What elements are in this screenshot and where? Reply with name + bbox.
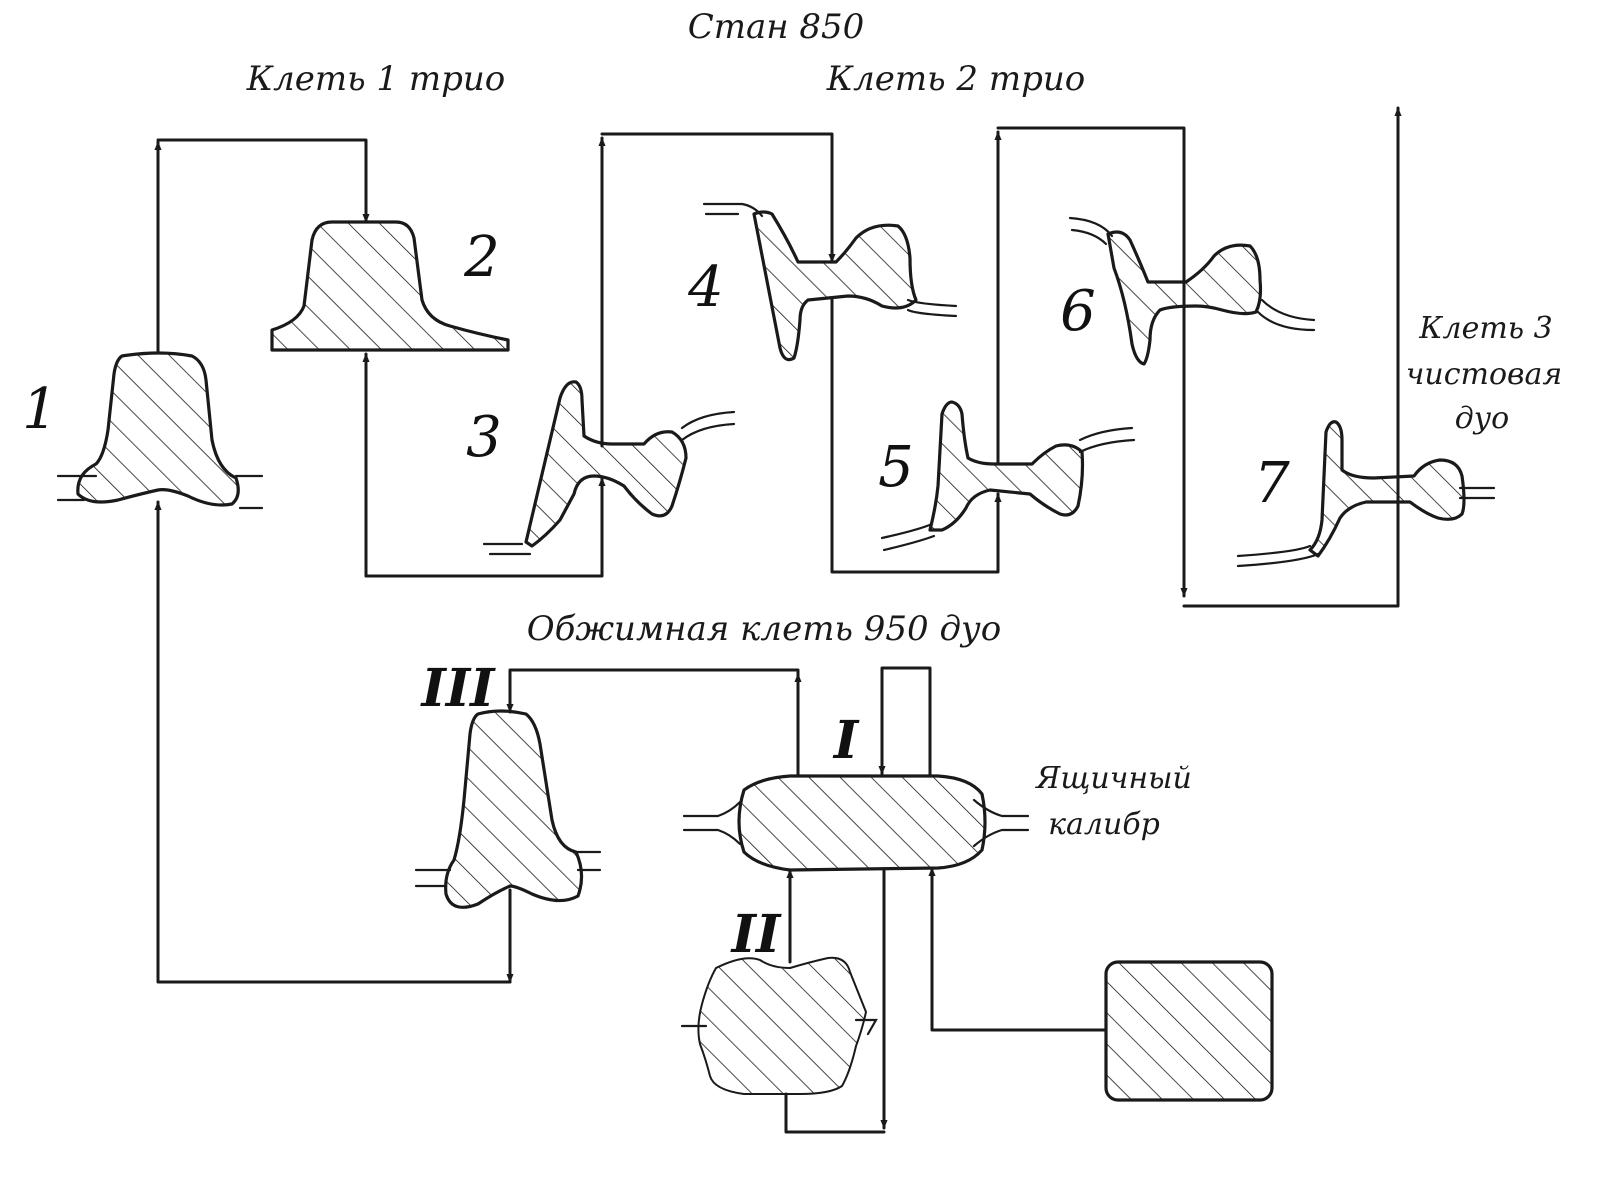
stand3-label-line3: дуо <box>1455 401 1509 436</box>
roman-number-I: I <box>832 710 860 771</box>
stand3-label-line2: чистовая <box>1406 357 1563 392</box>
flow-4-to-5 <box>830 296 1002 574</box>
profile-6 <box>1068 216 1316 366</box>
stand3-label-line1: Клеть 3 <box>1418 311 1552 346</box>
flow-I-to-III <box>506 668 800 778</box>
square-billet <box>1104 960 1274 1102</box>
pass-number-2: 2 <box>463 225 500 290</box>
pass-number-3: 3 <box>466 405 502 470</box>
roughing-stand-label: Обжимная клеть 950 дуо <box>527 609 1001 649</box>
profile-II <box>680 956 878 1095</box>
profile-1 <box>56 351 264 510</box>
profile-3 <box>482 380 736 556</box>
flow-III-to-1 <box>154 500 512 984</box>
roman-number-III: III <box>420 658 497 719</box>
flow-turn-top <box>878 666 932 778</box>
flow-billet-to-I <box>928 866 1108 1032</box>
pass-number-6: 6 <box>1060 279 1096 344</box>
box-pass-label-line1: Ящичный <box>1034 761 1192 796</box>
profile-4 <box>702 202 958 362</box>
box-pass-label-line2: калибр <box>1048 807 1160 842</box>
profile-III <box>414 709 602 909</box>
pass-number-5: 5 <box>878 435 914 500</box>
profile-2 <box>270 220 510 352</box>
profile-7 <box>1236 420 1496 568</box>
profile-5 <box>880 400 1136 552</box>
stand1-label: Клеть 1 трио <box>246 59 505 99</box>
pass-number-1: 1 <box>22 377 58 442</box>
flow-lines <box>154 500 1108 1134</box>
profile-I <box>682 774 1030 872</box>
pass-number-7: 7 <box>1254 451 1290 516</box>
stand2-label: Клеть 2 трио <box>826 59 1085 99</box>
pass-number-4: 4 <box>687 255 724 320</box>
roman-number-II: II <box>730 904 782 965</box>
flow-lines-850 <box>154 106 1402 608</box>
flow-6-to-7 <box>1182 476 1400 608</box>
mill-title: Стан 850 <box>688 7 865 47</box>
